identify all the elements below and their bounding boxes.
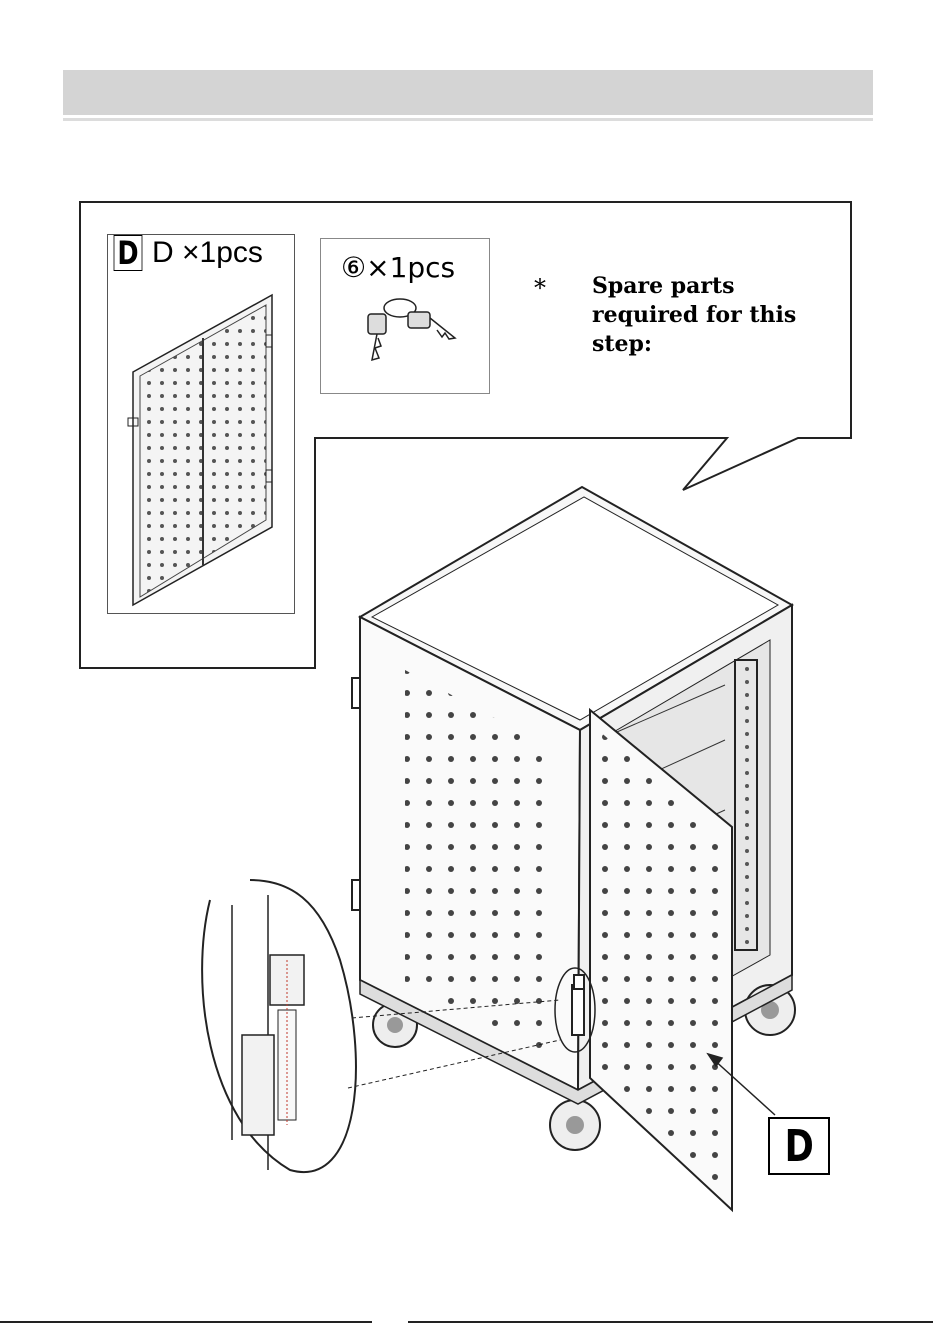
spare-parts-note: Spare parts required for this step: xyxy=(592,272,842,359)
door-d-label-text: D xyxy=(784,1121,813,1172)
part-d-badge: D xyxy=(114,235,143,271)
part-6-quantity: ⑥×1pcs xyxy=(341,251,455,284)
part-d-header: D D ×1pcs xyxy=(108,235,263,271)
note-star: * xyxy=(534,274,546,302)
door-d-label: D xyxy=(768,1117,830,1175)
part-d-quantity: D ×1pcs xyxy=(152,236,263,270)
part-6-panel: ⑥×1pcs xyxy=(320,238,490,394)
part-d-panel: D D ×1pcs xyxy=(107,234,295,614)
